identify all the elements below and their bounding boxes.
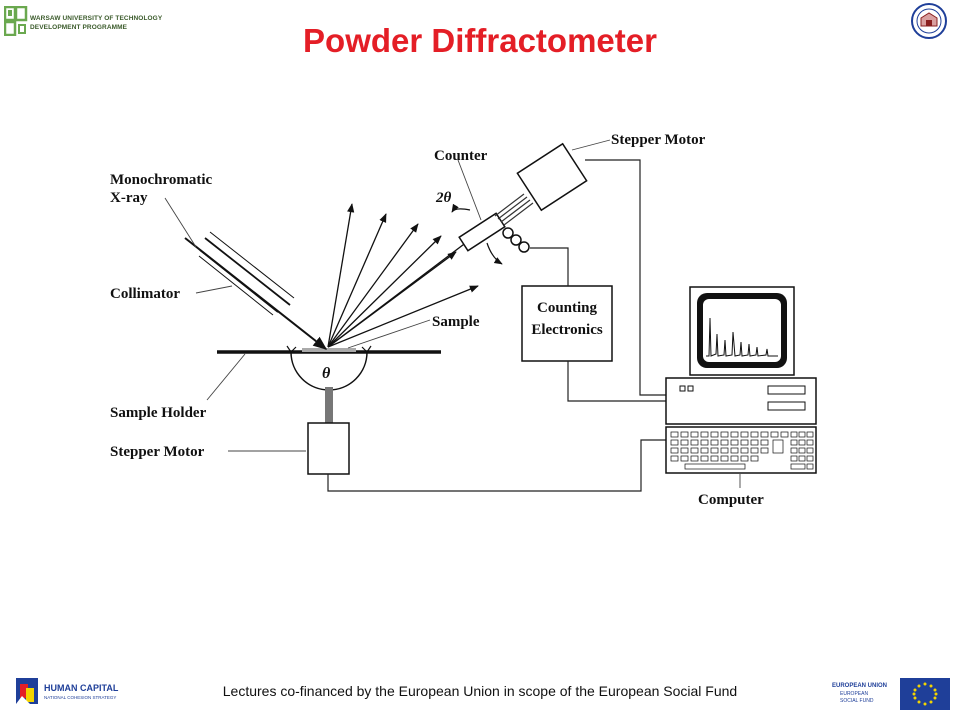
label-monochromatic-xray-1: Monochromatic — [110, 172, 213, 188]
label-counting-electronics-1: Counting — [537, 300, 598, 316]
counter-motor-shaft — [494, 193, 534, 226]
human-capital-line1: HUMAN CAPITAL — [44, 683, 119, 693]
wut-logo: WARSAW UNIVERSITY OF TECHNOLOGY DEVELOPM… — [3, 5, 204, 40]
page-title: Powder Diffractometer — [303, 22, 657, 59]
human-capital-line2: NATIONAL COHESION STRATEGY — [44, 695, 116, 700]
counter-box — [458, 212, 506, 252]
label-theta: θ — [322, 365, 331, 382]
label-collimator: Collimator — [110, 286, 180, 302]
university-seal-icon — [911, 3, 947, 39]
diffracted-rays — [327, 203, 489, 348]
wires — [327, 159, 666, 492]
eu-logo-line2: EUROPEAN — [840, 691, 868, 697]
label-stepper-motor-bottom: Stepper Motor — [110, 444, 205, 460]
label-sample: Sample — [432, 314, 480, 330]
label-sample-holder: Sample Holder — [110, 405, 207, 421]
leader-lines — [164, 139, 741, 488]
label-monochromatic-xray-2: X-ray — [110, 190, 148, 206]
stepper-motor-bottom-box — [307, 422, 350, 475]
wut-logo-icon — [3, 5, 28, 37]
computer — [665, 286, 817, 474]
eu-flag-icon: EUROPEAN UNION EUROPEAN SOCIAL FUND — [832, 678, 950, 710]
label-two-theta: 2θ — [435, 190, 452, 206]
label-computer: Computer — [698, 492, 764, 508]
label-counter: Counter — [434, 148, 488, 164]
label-counting-electronics-2: Electronics — [531, 322, 603, 338]
counter-coil — [502, 227, 530, 253]
wut-logo-line1: WARSAW UNIVERSITY OF TECHNOLOGY — [30, 15, 163, 22]
stepper-motor-top-box — [516, 142, 588, 212]
eu-logo-line1: EUROPEAN UNION — [832, 683, 887, 689]
human-capital-logo: HUMAN CAPITAL NATIONAL COHESION STRATEGY — [14, 674, 164, 710]
eu-logo-line3: SOCIAL FUND — [840, 698, 874, 704]
eu-logo: EUROPEAN UNION EUROPEAN SOCIAL FUND — [830, 676, 956, 712]
counting-electronics-box — [521, 285, 613, 362]
human-capital-logo-icon: HUMAN CAPITAL NATIONAL COHESION STRATEGY — [16, 678, 119, 704]
label-stepper-motor-top: Stepper Motor — [611, 132, 706, 148]
footer-text: Lectures co-financed by the European Uni… — [222, 683, 738, 699]
sample-motor-shaft — [325, 387, 333, 423]
wut-logo-line2: DEVELOPMENT PROGRAMME — [30, 24, 128, 31]
sample — [302, 348, 356, 352]
collimator — [198, 231, 295, 316]
